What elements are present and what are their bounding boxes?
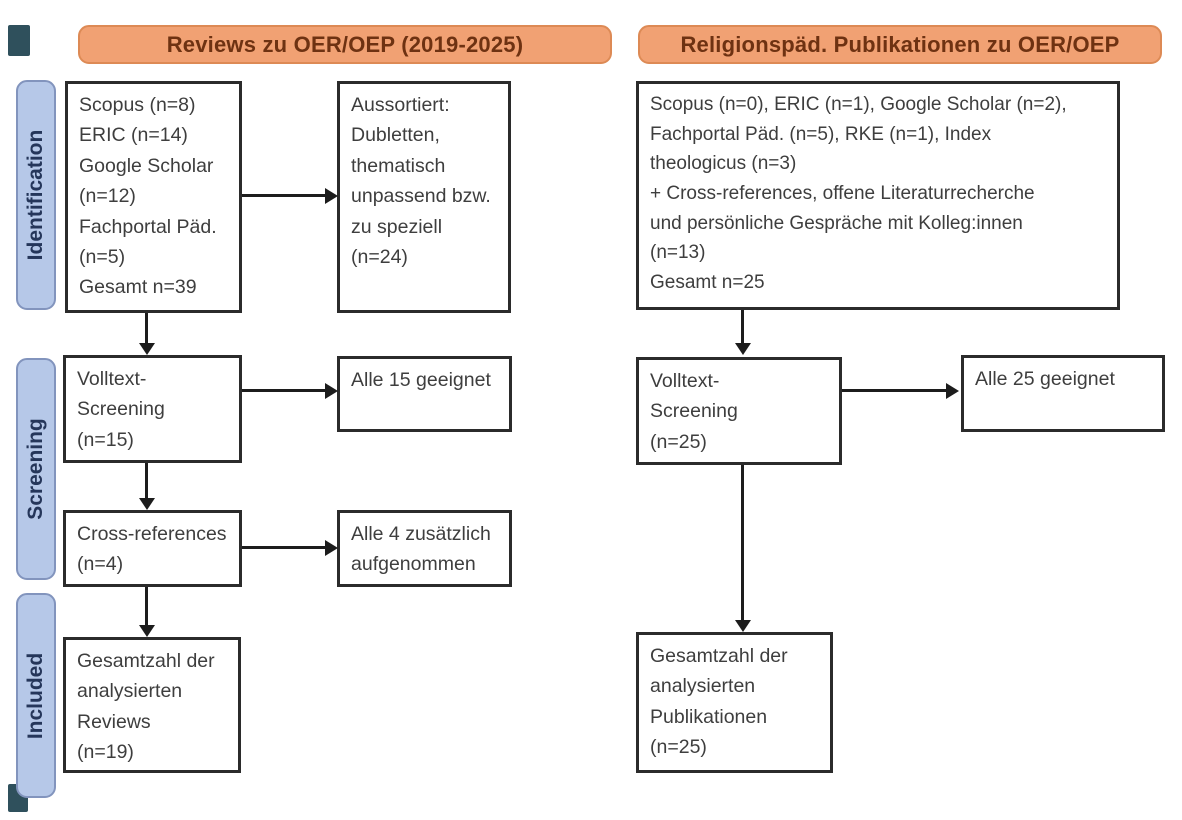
box-left-crossreferences: Cross-references (n=4) — [63, 510, 242, 587]
column-header-religionspaed: Religionspäd. Publikationen zu OER/OEP — [638, 25, 1162, 64]
arrow-left-fulltext-to-result — [242, 389, 325, 392]
arrow-right-fulltext-to-included — [741, 465, 744, 620]
arrow-left-sources-to-excluded — [242, 194, 325, 197]
stage-label-identification: Identification — [24, 129, 47, 261]
box-left-included-total: Gesamtzahl der analysierten Reviews (n=1… — [63, 637, 241, 773]
arrow-left-crossref-to-result — [242, 546, 325, 549]
box-left-excluded: Aussortiert: Dubletten, thematisch unpas… — [337, 81, 511, 313]
arrow-left-fulltext-to-crossref — [145, 463, 148, 498]
teal-corner-mark-top — [8, 25, 30, 56]
box-left-fulltext-result: Alle 15 geeignet — [337, 356, 512, 432]
arrow-left-sources-to-fulltext — [145, 313, 148, 343]
box-right-fulltext-result: Alle 25 geeignet — [961, 355, 1165, 432]
box-left-fulltext-screening: Volltext- Screening (n=15) — [63, 355, 242, 463]
stage-pill-screening: Screening — [16, 358, 56, 580]
box-right-fulltext-screening: Volltext- Screening (n=25) — [636, 357, 842, 465]
arrow-right-fulltext-to-result — [842, 389, 946, 392]
box-right-sources: Scopus (n=0), ERIC (n=1), Google Scholar… — [636, 81, 1120, 310]
box-left-crossreferences-result: Alle 4 zusätzlich aufgenommen — [337, 510, 512, 587]
arrow-right-sources-to-fulltext — [741, 310, 744, 343]
stage-pill-identification: Identification — [16, 80, 56, 310]
box-left-sources: Scopus (n=8) ERIC (n=14) Google Scholar … — [65, 81, 242, 313]
stage-pill-included: Included — [16, 593, 56, 798]
column-header-reviews: Reviews zu OER/OEP (2019-2025) — [78, 25, 612, 64]
stage-label-screening: Screening — [24, 418, 47, 520]
arrow-left-crossref-to-included — [145, 587, 148, 625]
stage-label-included: Included — [24, 652, 47, 739]
box-right-included-total: Gesamtzahl der analysierten Publikatione… — [636, 632, 833, 773]
